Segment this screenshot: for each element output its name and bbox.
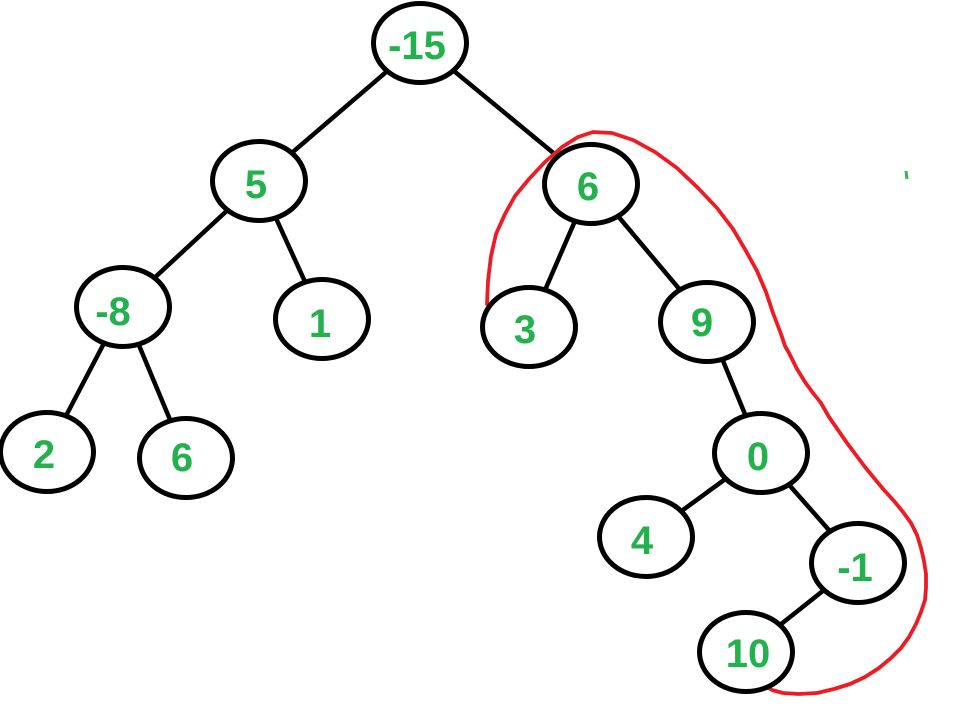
tree-node-circle <box>210 139 308 223</box>
tree-node-label: 2 <box>33 433 55 477</box>
tree-node-label: -8 <box>95 290 131 334</box>
tree-node-label: 1 <box>309 302 331 346</box>
tree-node-root: -15 <box>371 1 469 85</box>
tree-node-label: 6 <box>171 436 193 480</box>
tree-node-circle <box>0 410 96 494</box>
tree-node-circle <box>697 610 795 694</box>
tree-node-n0: 0 <box>712 411 810 495</box>
tree-node-label: -15 <box>388 24 446 68</box>
tree-node-circle <box>371 1 469 85</box>
tree-node-circle <box>712 411 810 495</box>
tree-node-label: 4 <box>631 519 654 563</box>
tree-node-circle <box>74 265 172 349</box>
tree-node-n1: 1 <box>273 277 371 361</box>
tree-node-label: 3 <box>514 308 536 352</box>
tree-node-circle <box>273 277 371 361</box>
tree-node-label: 0 <box>747 435 769 479</box>
tree-node-circle <box>137 416 235 500</box>
tree-node-label: 6 <box>577 165 599 209</box>
tree-node-circle <box>658 280 756 364</box>
tree-node-n6b: 6 <box>137 416 235 500</box>
stray-mark <box>904 170 909 180</box>
tree-node-n9: 9 <box>658 280 756 364</box>
tree-node-circle <box>542 142 640 226</box>
tree-node-label: 9 <box>691 301 713 345</box>
tree-node-circle <box>809 521 907 605</box>
tree-node-n6: 6 <box>542 142 640 226</box>
subtree-annotation-loop <box>485 130 928 696</box>
tree-node-label: 5 <box>245 163 267 207</box>
tree-node-n2: 2 <box>0 410 96 494</box>
tree-node-circle <box>597 495 695 579</box>
tree-node-n-1: -1 <box>809 521 907 605</box>
tree-node-label: 10 <box>726 632 771 676</box>
tree-node-n-8: -8 <box>74 265 172 349</box>
tree-node-circle <box>480 285 578 369</box>
tree-node-n10: 10 <box>697 610 795 694</box>
tree-node-n4: 4 <box>597 495 695 579</box>
tree-node-n5: 5 <box>210 139 308 223</box>
tree-node-label: -1 <box>837 546 873 590</box>
tree-node-n3: 3 <box>480 285 578 369</box>
